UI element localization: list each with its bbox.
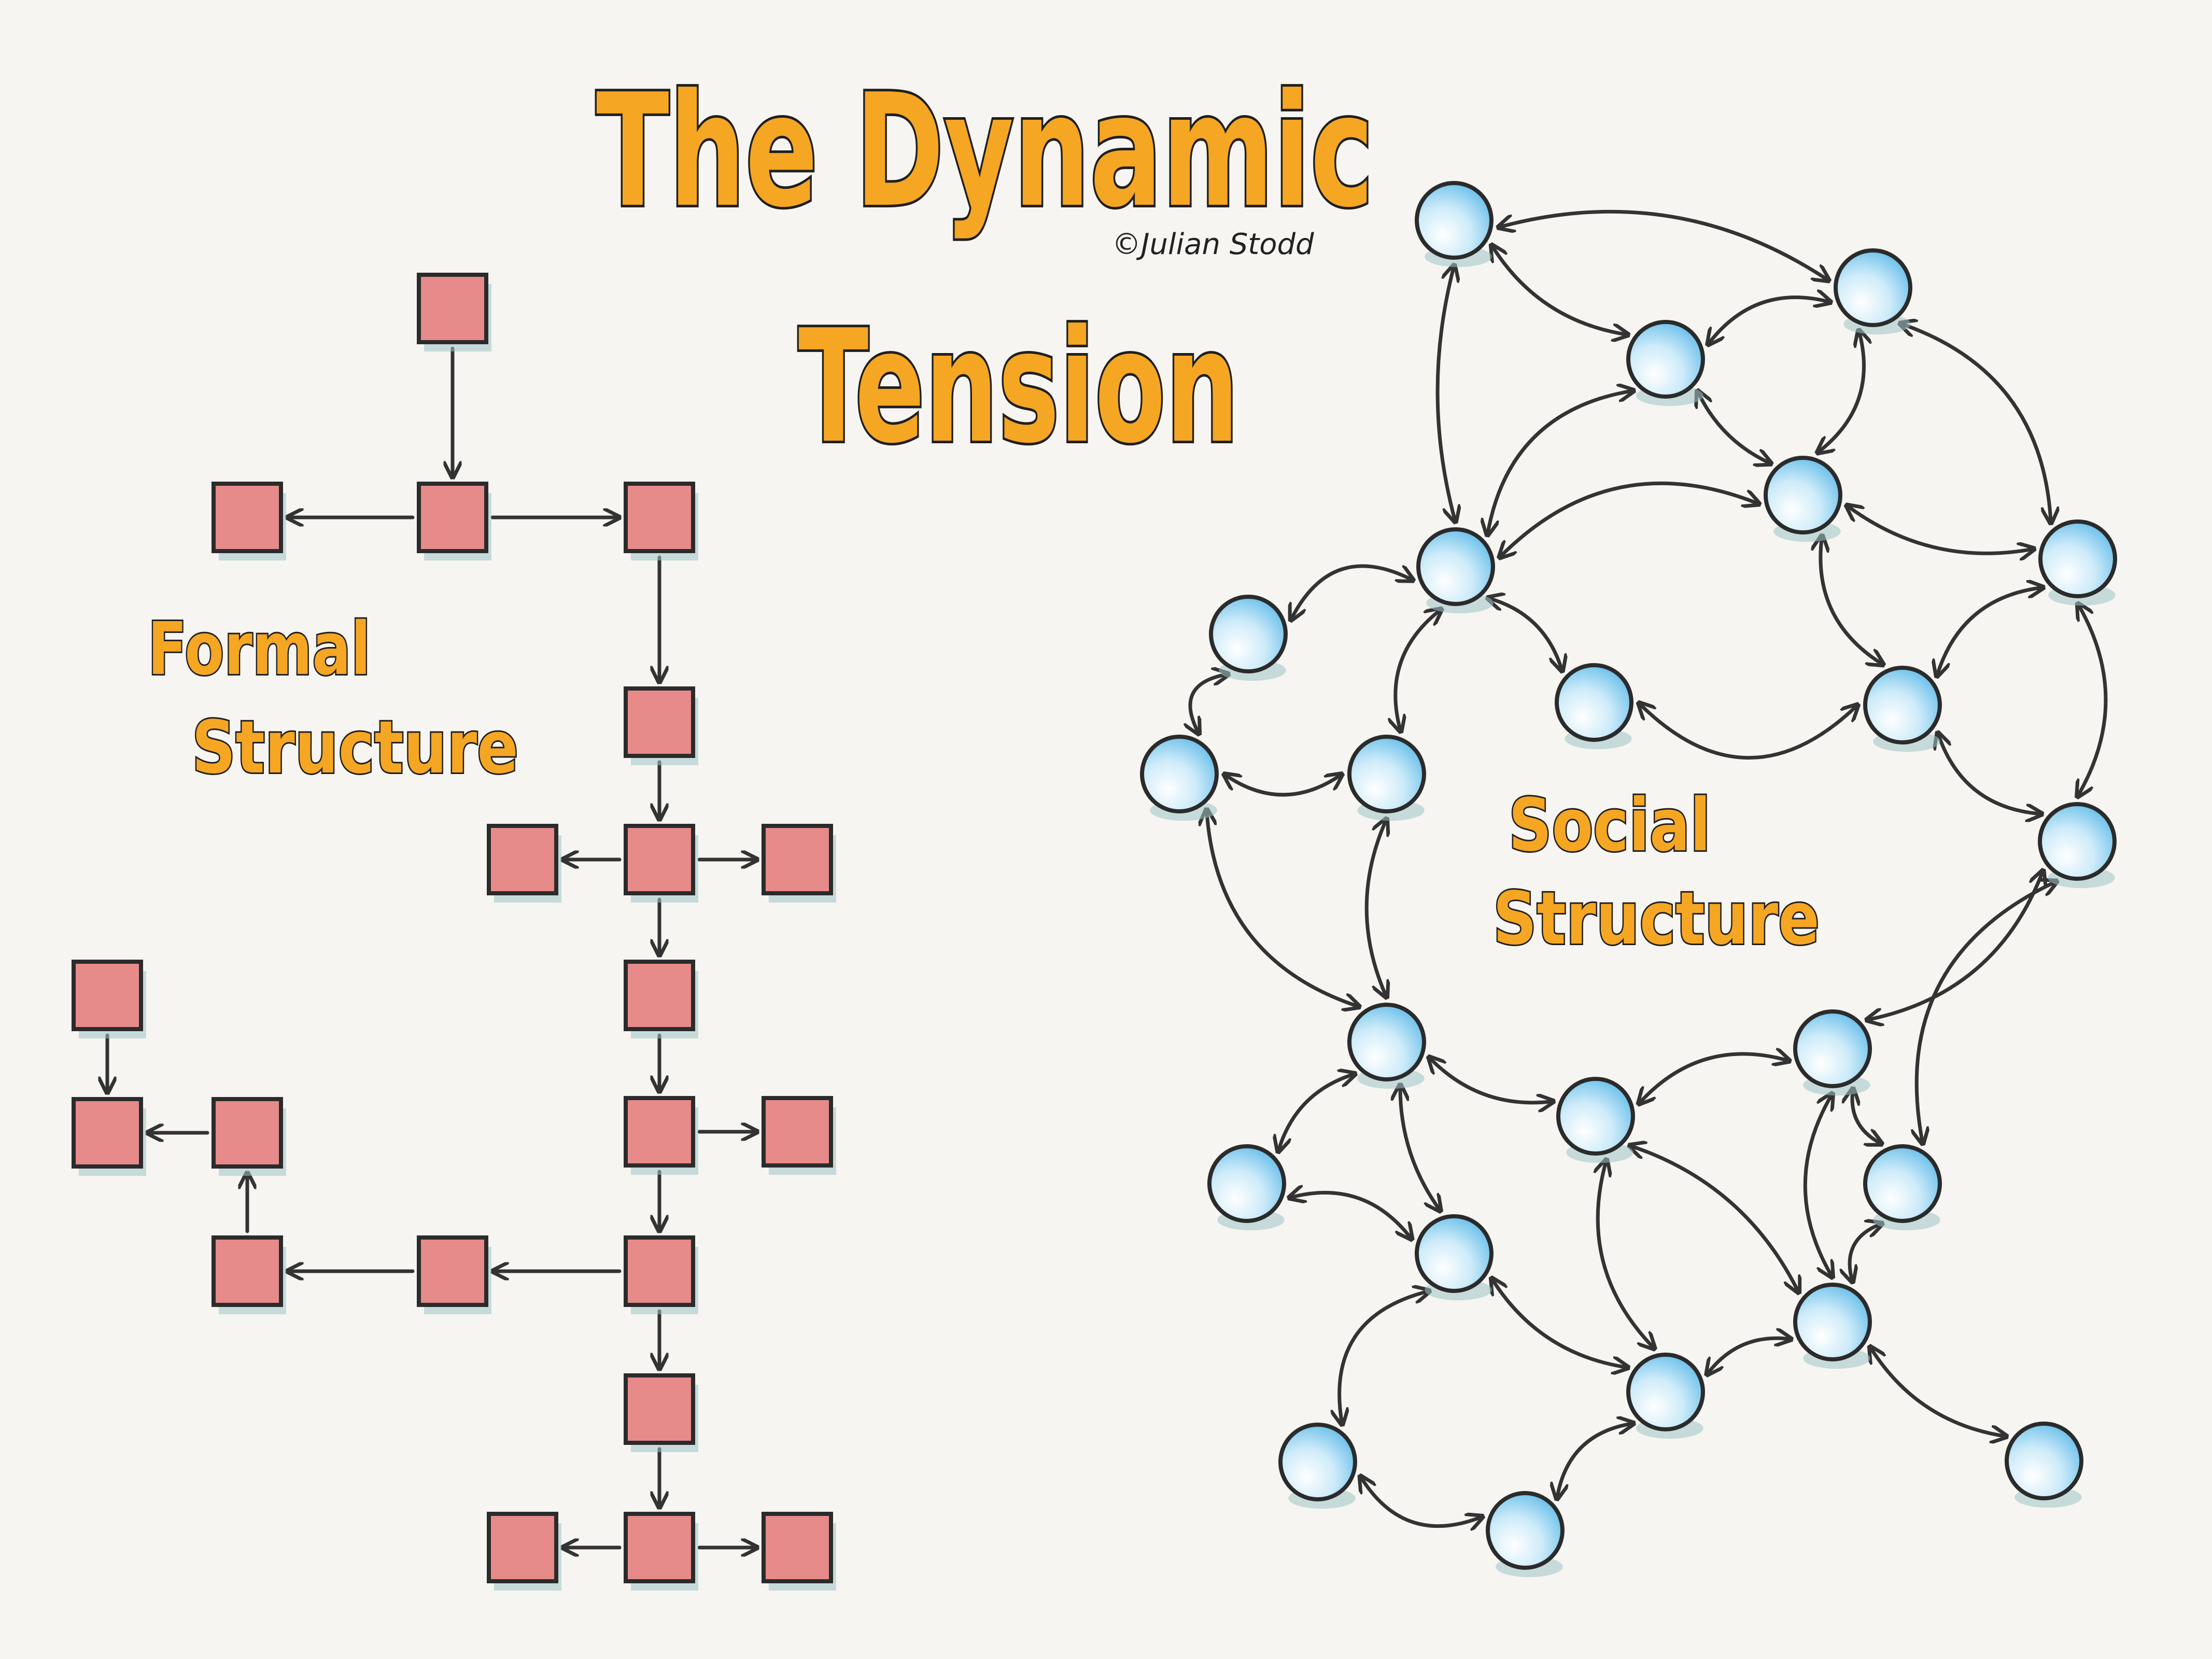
social-edge-arrow	[1629, 1145, 1799, 1292]
social-structure-nodes	[1140, 181, 2117, 1578]
social-node	[1207, 1144, 1286, 1223]
formal-structure-edges	[107, 346, 759, 1548]
social-edge-arrow	[1400, 1085, 1441, 1211]
formal-node	[212, 1097, 283, 1169]
social-node	[1626, 1353, 1705, 1431]
formal-structure-nodes	[72, 273, 836, 1591]
social-edge-arrow	[1852, 1088, 1882, 1144]
formal-node	[624, 1373, 695, 1445]
social-edge-arrow	[1847, 505, 2034, 553]
social-node	[1793, 1283, 1872, 1361]
social-node	[1834, 248, 1912, 327]
social-edge-arrow	[1708, 298, 1830, 345]
formal-node	[624, 1096, 695, 1168]
social-edge-arrow	[1867, 870, 2044, 1020]
formal-node	[417, 273, 488, 344]
formal-node	[624, 1512, 695, 1583]
formal-node	[762, 1096, 833, 1168]
social-node	[1556, 1077, 1635, 1156]
formal-node	[72, 960, 143, 1031]
formal-node	[72, 1097, 143, 1169]
formal-structure-label-line-2: Structure	[192, 706, 518, 790]
social-edge-arrow	[1429, 1057, 1554, 1103]
formal-node	[417, 1235, 488, 1307]
social-edge-arrow	[1557, 1423, 1633, 1499]
formal-node	[487, 1512, 558, 1583]
social-node	[1347, 1003, 1426, 1081]
social-node	[2038, 519, 2117, 598]
social-edge-arrow	[1639, 1054, 1790, 1104]
formal-node	[762, 824, 833, 895]
social-node	[1486, 1491, 1565, 1570]
social-edge-arrow	[1598, 1159, 1655, 1348]
social-node	[2005, 1422, 2083, 1500]
social-node	[1764, 456, 1842, 535]
formal-node	[624, 1235, 695, 1307]
social-node	[1415, 181, 1494, 260]
title-line-2: Tension	[798, 297, 1239, 477]
social-edge-arrow	[1487, 390, 1634, 535]
social-node	[1555, 663, 1633, 742]
social-edge-arrow	[1817, 330, 1864, 453]
social-edge-arrow	[1498, 209, 1829, 280]
social-node	[2038, 802, 2117, 881]
social-edge-arrow	[2077, 603, 2108, 797]
social-node	[1347, 735, 1426, 813]
social-edge-arrow	[1289, 1193, 1412, 1240]
social-edge-arrow	[1487, 598, 1562, 671]
social-edge-arrow	[1278, 1074, 1355, 1152]
social-edge-arrow	[1870, 1346, 2007, 1437]
formal-node	[212, 482, 283, 553]
formal-node	[624, 824, 695, 895]
social-node	[1863, 1144, 1942, 1223]
social-node	[1415, 1214, 1494, 1293]
social-edge-arrow	[1364, 819, 1387, 997]
formal-node	[624, 960, 695, 1031]
social-edge-arrow	[1917, 881, 2057, 1144]
social-node	[1278, 1423, 1357, 1501]
social-node	[1140, 735, 1219, 813]
social-structure-edges	[1190, 209, 2108, 1526]
social-edge-arrow	[1639, 703, 1858, 760]
social-edge-arrow	[1190, 674, 1229, 734]
formal-node	[417, 482, 488, 553]
social-edge-arrow	[1937, 587, 2044, 677]
credit-text: ©Julian Stodd	[1112, 228, 1314, 261]
social-edge-arrow	[1435, 265, 1456, 522]
social-edge-arrow	[1707, 1338, 1791, 1375]
social-edge-arrow	[1499, 481, 1759, 557]
social-node	[1863, 666, 1942, 744]
social-node	[1626, 320, 1705, 399]
social-edge-arrow	[1207, 809, 1360, 1007]
title-line-1: The Dynamic	[596, 61, 1374, 242]
social-node	[1209, 595, 1288, 673]
social-edge-arrow	[1900, 324, 2051, 524]
formal-node	[624, 482, 695, 553]
social-edge-arrow	[1491, 245, 1628, 335]
social-structure-label-line-1: Social	[1509, 783, 1711, 868]
formal-node	[624, 686, 695, 758]
social-edge-arrow	[1396, 609, 1442, 732]
formal-node	[212, 1235, 283, 1307]
social-edge-arrow	[1291, 564, 1413, 621]
social-node	[1793, 1009, 1872, 1088]
formal-structure-label-line-1: Formal	[148, 607, 371, 692]
social-edge-arrow	[1491, 1278, 1628, 1368]
social-edge-arrow	[1360, 1476, 1483, 1526]
social-edge-arrow	[1697, 390, 1771, 463]
formal-node	[487, 824, 558, 895]
social-edge-arrow	[1803, 1093, 1833, 1277]
formal-node	[762, 1512, 833, 1583]
social-edge-arrow	[1224, 774, 1342, 797]
social-structure-label-line-2: Structure	[1493, 877, 1820, 961]
social-edge-arrow	[1850, 1224, 1882, 1283]
social-edge-arrow	[1938, 733, 2042, 814]
social-node	[1416, 527, 1495, 606]
social-edge-arrow	[1821, 536, 1883, 665]
social-edge-arrow	[1340, 1291, 1430, 1425]
